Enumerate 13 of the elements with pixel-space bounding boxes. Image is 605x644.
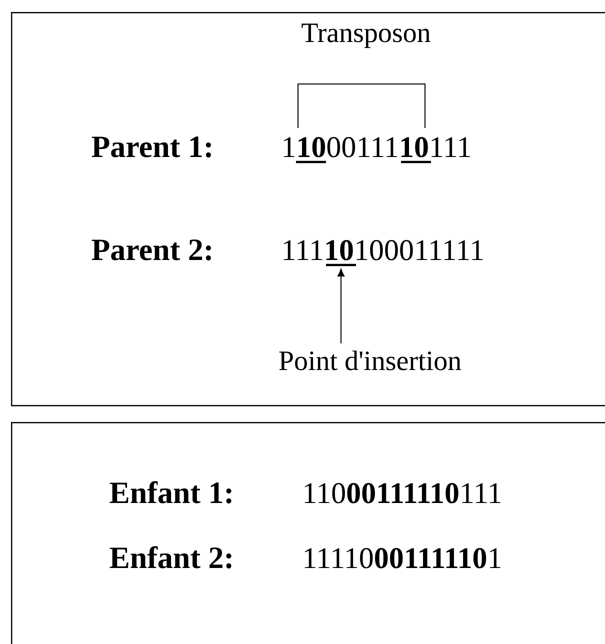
row-label: Parent 1: bbox=[92, 136, 211, 158]
bit-sequence: 11000111110111 bbox=[304, 483, 500, 504]
panel-frame bbox=[11, 12, 605, 406]
row-label: Enfant 1: bbox=[110, 481, 232, 504]
annotation-text: Point d'insertion bbox=[279, 350, 462, 370]
bit-sequence: 11110100011111 bbox=[284, 240, 483, 266]
row-label: Parent 2: bbox=[92, 239, 211, 260]
row-label: Enfant 2: bbox=[110, 546, 232, 568]
panel-frame bbox=[11, 422, 605, 644]
arrow bbox=[337, 268, 345, 344]
bit-sequence: 11110001111101 bbox=[304, 548, 500, 568]
caption-text: Transposon bbox=[302, 24, 430, 48]
bit-sequence: 1100011110111 bbox=[284, 137, 470, 164]
